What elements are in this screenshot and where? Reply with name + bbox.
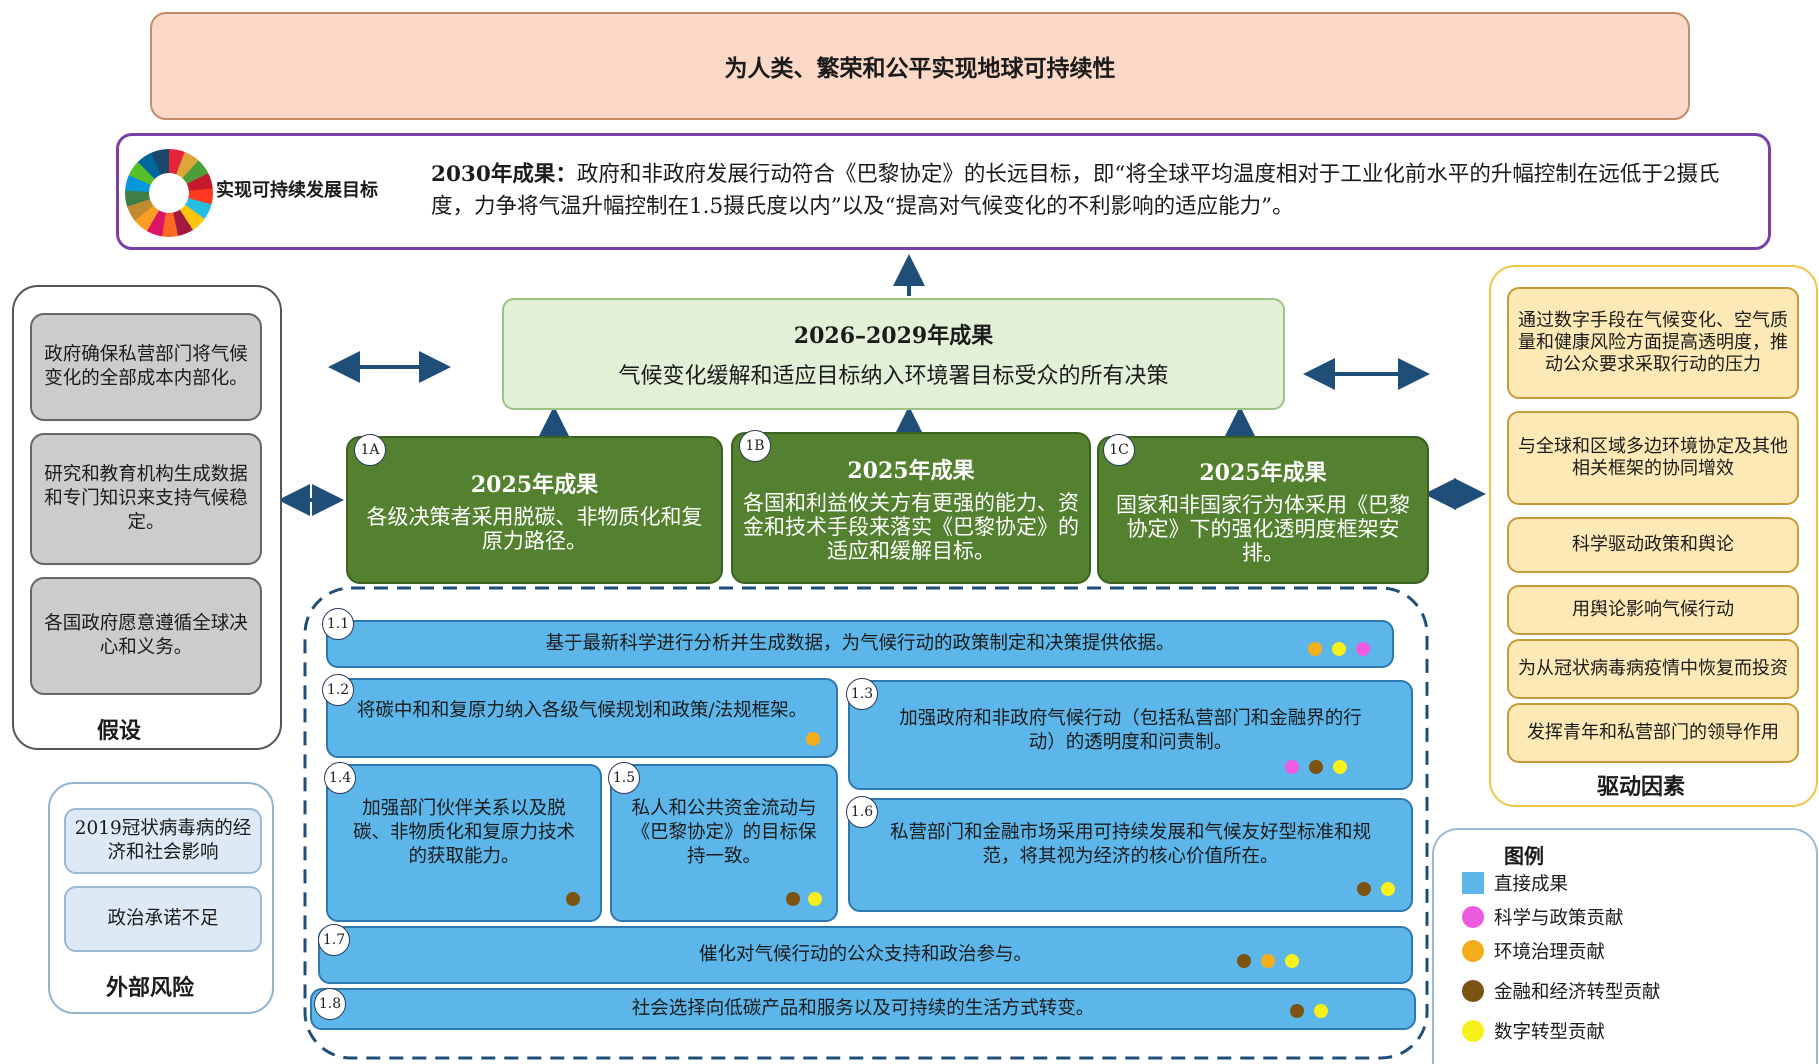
legend-circle-icon: [1462, 1020, 1484, 1042]
outcome-tag: 1A: [354, 434, 386, 466]
drivers-title: 驱动因素: [1596, 774, 1685, 800]
outcome-tag: 1.4: [324, 762, 356, 794]
sdg-outcome-bar: 实现可持续发展目标 2030年成果：政府和非政府发展行动符合《巴黎协定》的长远目…: [116, 133, 1771, 250]
contribution-dot: [1285, 954, 1299, 968]
contribution-dot: [1332, 642, 1346, 656]
sdg-wheel-icon: [125, 149, 213, 237]
direct-outcome-text: 社会选择向低碳产品和服务以及可持续的生活方式转变。: [631, 998, 1095, 1019]
legend-item-digital: 数字转型贡献: [1462, 1018, 1605, 1044]
outcome-tag: 1B: [739, 430, 771, 462]
outcome-title: 2025年成果: [1199, 460, 1327, 486]
contribution-dot: [1237, 954, 1251, 968]
direct-outcome-text: 催化对气候行动的公众支持和政治参与。: [698, 944, 1032, 965]
outcome-1b: 1B 2025年成果 各国和利益攸关方有更强的能力、资金和技术手段来落实《巴黎协…: [731, 430, 1091, 584]
external-risks-panel: 2019冠状病毒病的经济和社会影响 政治承诺不足 外部风险: [48, 782, 274, 1014]
legend-item-science-policy: 科学与政策贡献: [1462, 904, 1624, 930]
top-goal-banner: 为人类、繁荣和公平实现地球可持续性: [150, 12, 1690, 120]
contribution-dot: [1357, 882, 1371, 896]
contribution-dot: [808, 892, 822, 906]
assumption-item: 研究和教育机构生成数据和专门知识来支持气候稳定。: [30, 433, 262, 565]
outcome-2026-2029: 2026–2029年成果 气候变化缓解和适应目标纳入环境署目标受众的所有决策: [502, 298, 1285, 410]
risk-item: 2019冠状病毒病的经济和社会影响: [64, 808, 262, 874]
legend-panel: 图例 直接成果 科学与政策贡献 环境治理贡献 金融和经济转型贡献 数字转型贡献: [1432, 828, 1818, 1064]
direct-outcome-1-4: 1.4 加强部门伙伴关系以及脱碳、非物质化和复原力技术的获取能力。: [324, 762, 602, 922]
outcome-tag: 1.5: [608, 762, 640, 794]
outcome-tag: 1.1: [322, 608, 354, 640]
legend-label: 环境治理贡献: [1494, 942, 1606, 963]
contribution-dot: [566, 892, 580, 906]
contribution-dot: [1314, 1004, 1328, 1018]
contribution-dot: [1261, 954, 1275, 968]
assumptions-panel: 政府确保私营部门将气候变化的全部成本内部化。 研究和教育机构生成数据和专门知识来…: [12, 285, 282, 750]
legend-square-icon: [1462, 872, 1484, 894]
contribution-dot: [1356, 642, 1370, 656]
legend-label: 数字转型贡献: [1494, 1022, 1606, 1043]
direct-outcome-1-6: 1.6 私营部门和金融市场采用可持续发展和气候友好型标准和规范，将其视为经济的核…: [846, 796, 1413, 912]
outcome-2030-lead: 2030年成果：: [431, 162, 577, 187]
external-risks-title: 外部风险: [105, 975, 194, 1001]
direct-outcome-1-8: 1.8 社会选择向低碳产品和服务以及可持续的生活方式转变。: [310, 988, 1416, 1030]
direct-outcome-text: 私人和公共资金流动与《巴黎协定》的目标保持一致。: [631, 798, 817, 867]
drivers-panel: 通过数字手段在气候变化、空气质量和健康风险方面提高透明度，推动公众要求采取行动的…: [1489, 265, 1818, 807]
outcome-2030-body: 政府和非政府发展行动符合《巴黎协定》的长远目标，即“将全球平均温度相对于工业化前…: [431, 162, 1720, 219]
top-goal-text: 为人类、繁荣和公平实现地球可持续性: [724, 55, 1116, 82]
driver-item: 发挥青年和私营部门的领导作用: [1507, 703, 1799, 763]
outcome-tag: 1.2: [322, 674, 354, 706]
driver-item: 通过数字手段在气候变化、空气质量和健康风险方面提高透明度，推动公众要求采取行动的…: [1507, 287, 1799, 399]
direct-outcome-text: 加强政府和非政府气候行动（包括私营部门和金融界的行动）的透明度和问责制。: [899, 708, 1362, 753]
risk-item: 政治承诺不足: [64, 886, 262, 952]
legend-title: 图例: [1504, 844, 1544, 868]
direct-outcome-1-2: 1.2 将碳中和和复原力纳入各级气候规划和政策/法规框架。: [322, 674, 838, 758]
legend-item-governance: 环境治理贡献: [1462, 938, 1605, 964]
contribution-dot: [806, 732, 820, 746]
direct-outcome-text: 私营部门和金融市场采用可持续发展和气候友好型标准和规范，将其视为经济的核心价值所…: [889, 822, 1371, 867]
contribution-dot: [1308, 642, 1322, 656]
direct-outcome-text: 加强部门伙伴关系以及脱碳、非物质化和复原力技术的获取能力。: [352, 798, 575, 867]
outcome-tag: 1C: [1103, 434, 1135, 466]
legend-circle-icon: [1462, 906, 1484, 928]
outcome-2026-2029-text: 气候变化缓解和适应目标纳入环境署目标受众的所有决策: [618, 364, 1169, 389]
outcome-2030-text: 2030年成果：政府和非政府发展行动符合《巴黎协定》的长远目标，即“将全球平均温…: [431, 159, 1761, 223]
contribution-dot: [1333, 760, 1347, 774]
contribution-dot: [1309, 760, 1323, 774]
outcome-text: 国家和非国家行为体采用《巴黎协定》下的强化透明度框架安排。: [1116, 493, 1410, 565]
outcome-title: 2025年成果: [847, 458, 975, 484]
direct-outcome-1-3: 1.3 加强政府和非政府气候行动（包括私营部门和金融界的行动）的透明度和问责制。: [846, 678, 1413, 790]
direct-outcome-1-5: 1.5 私人和公共资金流动与《巴黎协定》的目标保持一致。: [608, 762, 838, 922]
outcome-tag: 1.6: [846, 796, 878, 828]
outcome-title: 2025年成果: [470, 472, 599, 498]
direct-outcome-1-1: 1.1 基于最新科学进行分析并生成数据，为气候行动的政策制定和决策提供依据。: [322, 608, 1394, 668]
contribution-dot: [786, 892, 800, 906]
legend-item-direct-outcome: 直接成果: [1462, 870, 1568, 896]
direct-outcome-1-7: 1.7 催化对气候行动的公众支持和政治参与。: [318, 924, 1413, 984]
legend-label: 金融和经济转型贡献: [1494, 982, 1661, 1003]
contribution-dot: [1381, 882, 1395, 896]
outcome-2026-2029-title: 2026–2029年成果: [793, 323, 994, 349]
contribution-dot: [1285, 760, 1299, 774]
outcome-tag: 1.7: [318, 924, 350, 956]
direct-outcome-text: 将碳中和和复原力纳入各级气候规划和政策/法规框架。: [356, 700, 808, 721]
driver-item: 与全球和区域多边环境协定及其他相关框架的协同增效: [1507, 411, 1799, 505]
assumptions-title: 假设: [96, 718, 141, 744]
legend-circle-icon: [1462, 940, 1484, 962]
contribution-dot: [1290, 1004, 1304, 1018]
legend-item-finance: 金融和经济转型贡献: [1462, 978, 1661, 1004]
legend-circle-icon: [1462, 980, 1484, 1002]
outcome-1c: 1C 2025年成果 国家和非国家行为体采用《巴黎协定》下的强化透明度框架安排。: [1097, 434, 1429, 584]
outcome-text: 各国和利益攸关方有更强的能力、资金和技术手段来落实《巴黎协定》的适应和缓解目标。: [743, 491, 1079, 563]
outcome-text: 各级决策者采用脱碳、非物质化和复原力路径。: [366, 505, 703, 553]
sdg-label: 实现可持续发展目标: [216, 180, 378, 201]
driver-item: 用舆论影响气候行动: [1507, 585, 1799, 635]
legend-label: 科学与政策贡献: [1494, 908, 1624, 929]
assumption-item: 各国政府愿意遵循全球决心和义务。: [30, 577, 262, 695]
direct-outcome-text: 基于最新科学进行分析并生成数据，为气候行动的政策制定和决策提供依据。: [545, 633, 1175, 654]
outcome-1a: 1A 2025年成果 各级决策者采用脱碳、非物质化和复原力路径。: [346, 434, 723, 584]
legend-label: 直接成果: [1494, 874, 1569, 895]
driver-item: 为从冠状病毒病疫情中恢复而投资: [1507, 639, 1799, 699]
outcome-tag: 1.3: [846, 678, 878, 710]
outcome-tag: 1.8: [314, 988, 346, 1020]
assumption-item: 政府确保私营部门将气候变化的全部成本内部化。: [30, 313, 262, 421]
driver-item: 科学驱动政策和舆论: [1507, 517, 1799, 573]
